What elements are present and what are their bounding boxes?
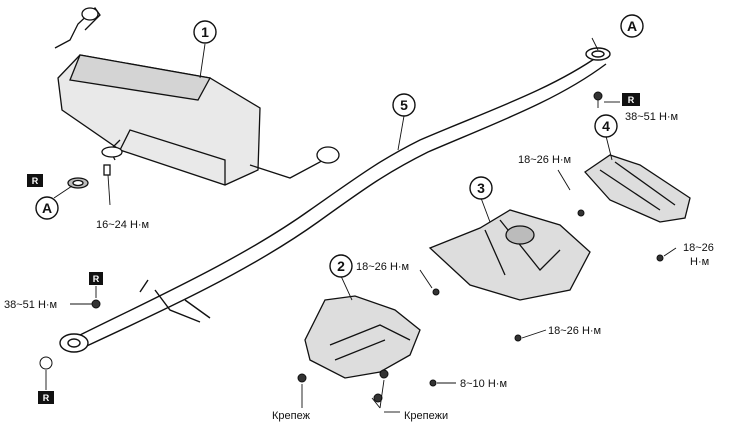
svg-text:2: 2 — [337, 258, 345, 274]
bolt-shield4-top — [577, 209, 585, 217]
callout-1: 1 — [193, 20, 217, 44]
torque-hanger: 16~24 Н·м — [96, 219, 149, 231]
callout-4: 4 — [594, 114, 618, 138]
torque-rear-flange: 38~51 Н·м — [625, 111, 678, 123]
svg-text:R: R — [93, 274, 100, 284]
replace-badge-right: R — [622, 93, 640, 106]
bolt-shield2-nut — [429, 379, 437, 387]
callout-5: 5 — [392, 93, 416, 117]
clip-right — [379, 369, 389, 379]
bolt-front-flange — [91, 299, 101, 309]
svg-text:4: 4 — [602, 118, 610, 134]
callout-3: 3 — [469, 176, 493, 200]
svg-text:A: A — [627, 18, 637, 34]
svg-text:A: A — [42, 200, 52, 216]
callout-2: 2 — [329, 254, 353, 278]
heat-shield-4 — [584, 154, 691, 223]
connector-a-left: A — [35, 196, 59, 220]
connector-a-right: A — [620, 14, 644, 38]
bolts — [39, 91, 664, 403]
svg-text:R: R — [628, 95, 635, 105]
replace-badge-front: R — [89, 272, 103, 285]
svg-text:R: R — [32, 176, 39, 186]
replace-badge-gasket: R — [38, 391, 54, 404]
torque-shield2-bolt: 18~26 Н·м — [356, 261, 409, 273]
rear-muffler-1 — [54, 7, 340, 189]
svg-text:R: R — [43, 393, 50, 403]
gasket-front — [39, 356, 53, 370]
heat-shield-2 — [304, 295, 421, 379]
torque-shield4-top: 18~26 Н·м — [518, 154, 571, 166]
clip-mid — [373, 393, 383, 403]
clip-left — [297, 373, 307, 383]
heat-shield-3 — [428, 209, 591, 301]
svg-text:5: 5 — [400, 97, 408, 113]
bolt-shield2 — [432, 288, 440, 296]
label-clip-multi: Крепежи — [404, 410, 448, 422]
svg-text:1: 1 — [201, 24, 209, 40]
bolt-shield4-right — [656, 254, 664, 262]
torque-shield4-right-2: Н·м — [690, 256, 709, 268]
exhaust-pipe-5 — [59, 47, 611, 353]
torque-shield2-nut: 8~10 Н·м — [460, 378, 507, 390]
torque-front-flange: 38~51 Н·м — [4, 299, 57, 311]
svg-text:3: 3 — [477, 180, 485, 196]
torque-shield4-right-1: 18~26 — [683, 242, 714, 254]
bolt-rear-flange — [593, 91, 603, 101]
label-clip-single: Крепеж — [272, 410, 311, 422]
replace-badge-left: R — [27, 174, 43, 187]
torque-shield3-bolt: 18~26 Н·м — [548, 325, 601, 337]
bolt-shield3 — [514, 334, 522, 342]
leader-lines — [45, 37, 677, 413]
